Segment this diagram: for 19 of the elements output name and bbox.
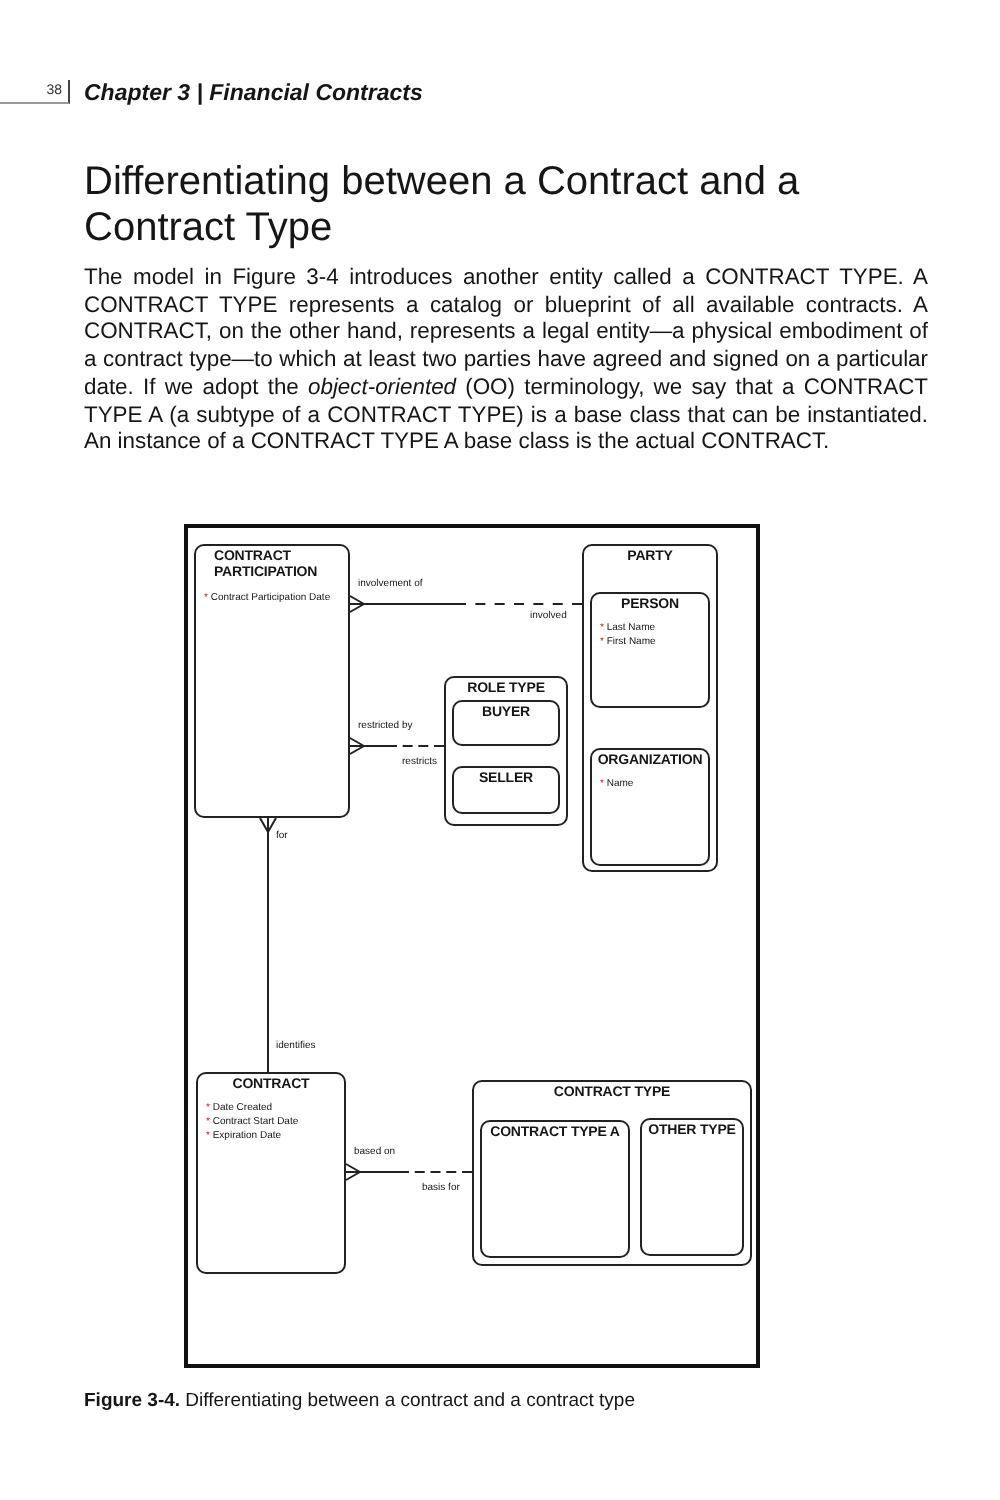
relationship-line <box>259 817 277 1073</box>
relationship-line <box>345 1163 473 1181</box>
body-paragraph: The model in Figure 3-4 introduces another entity called a CONTRACT TYPE. A CONTRACT TYPE represents a catalog or blueprint of all available contracts. A CONTRACT, on the other hand, represents a legal entity—a physical embodiment of a contract type—to which at least two parties have agreed and signed on a particular date. If we adopt the object-oriented (OO) terminology, we say that a CONTRACT TYPE A (a subtype of a CONTRACT TYPE) is a base class that can be instantiated. An instance of a CONTRACT TYPE A base class is the actual CONTRACT. <box>84 266 928 458</box>
entity-box <box>444 676 568 826</box>
subtype-box <box>590 748 710 866</box>
entity-box <box>582 544 718 872</box>
relationship-line <box>349 595 583 613</box>
subtype-box <box>590 592 710 708</box>
subtype-box <box>480 1120 630 1258</box>
subtype-box <box>452 766 560 814</box>
section-title: Differentiating between a Contract and a Contract Type <box>84 160 802 252</box>
entity-box <box>194 544 350 818</box>
subtype-box <box>640 1118 744 1256</box>
relationship-line <box>349 737 445 755</box>
entity-box <box>472 1080 752 1266</box>
entity-box <box>196 1072 346 1274</box>
figure-caption: Figure 3-4. Differentiating between a contract and a contract type <box>84 1390 635 1414</box>
subtype-box <box>452 700 560 746</box>
running-header: Chapter 3 | Financial Contracts <box>84 80 423 108</box>
